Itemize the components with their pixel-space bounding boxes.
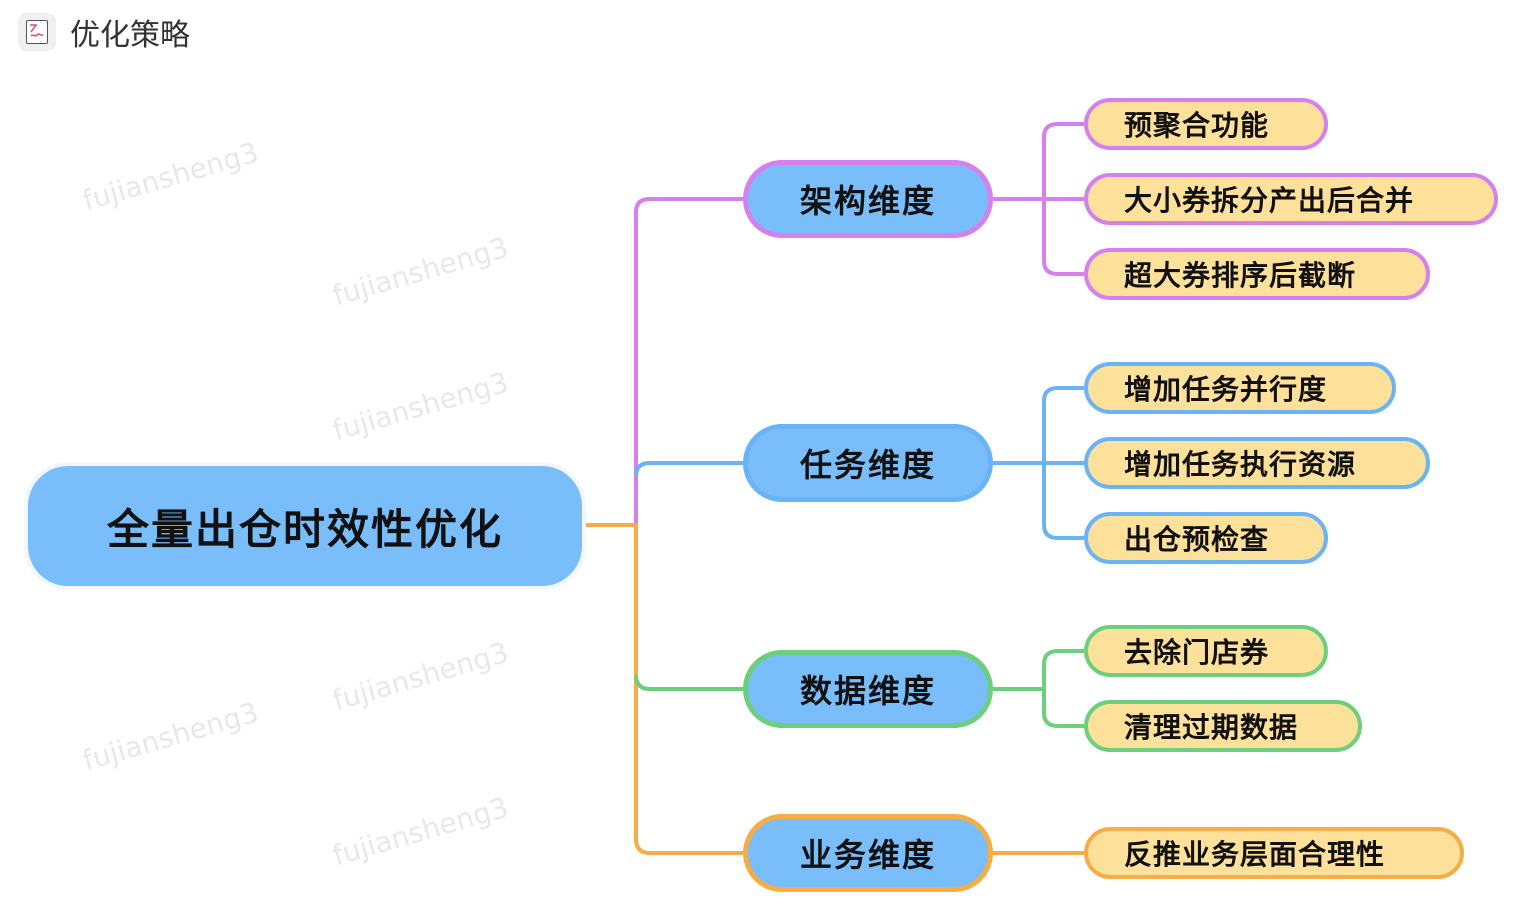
- leaf-node[interactable]: 大小券拆分产出后合并: [1084, 173, 1498, 225]
- branch-architecture[interactable]: 架构维度: [743, 160, 993, 238]
- connector-task: [634, 461, 743, 477]
- leaf-node[interactable]: 超大券排序后截断: [1084, 248, 1430, 300]
- leaf-node[interactable]: 去除门店券: [1084, 625, 1328, 677]
- leaf-node[interactable]: 清理过期数据: [1084, 700, 1362, 752]
- connector-task-leaves: [993, 386, 1084, 540]
- leaf-node[interactable]: 反推业务层面合理性: [1084, 827, 1464, 879]
- header: 优化策略: [18, 10, 190, 54]
- leaf-node[interactable]: 增加任务并行度: [1084, 362, 1396, 414]
- leaf-node[interactable]: 增加任务执行资源: [1084, 437, 1430, 489]
- whiteboard-doc-icon[interactable]: [18, 13, 56, 51]
- connector-data: [634, 674, 743, 691]
- page-title: 优化策略: [70, 18, 190, 53]
- connector-architecture-leaves: [993, 122, 1084, 276]
- branch-task[interactable]: 任务维度: [743, 424, 993, 502]
- branch-data[interactable]: 数据维度: [743, 650, 993, 728]
- connector-business: [582, 523, 743, 855]
- leaf-node[interactable]: 出仓预检查: [1084, 512, 1328, 564]
- branch-business[interactable]: 业务维度: [743, 814, 993, 892]
- connector-architecture: [582, 197, 743, 527]
- root-node[interactable]: 全量出仓时效性优化: [28, 466, 582, 586]
- connector-data-leaves: [993, 649, 1084, 728]
- leaf-node[interactable]: 预聚合功能: [1084, 98, 1328, 150]
